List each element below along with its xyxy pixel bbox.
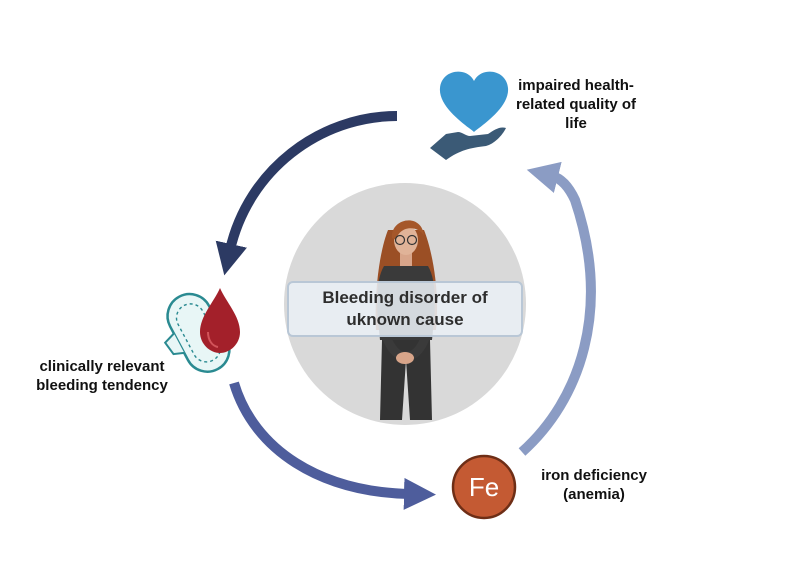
iron-deficiency-label: iron deficiency (anemia) (541, 467, 647, 503)
arrow-quality-to-bleeding (215, 111, 398, 276)
quality-of-life-label: impaired health-related quality of life (515, 77, 637, 132)
arrow-iron-to-quality (518, 161, 596, 456)
arrow-bleeding-to-iron (229, 381, 436, 510)
sanitary-pad-blood-drop-icon (163, 288, 240, 373)
hand-icon (430, 127, 506, 160)
heart-in-hand-icon (430, 71, 509, 160)
heart-icon (439, 71, 509, 132)
center-label-box: Bleeding disorder of uknown cause (287, 281, 523, 337)
iron-element-icon (451, 454, 517, 520)
blood-drop-icon (200, 288, 240, 353)
center-label: Bleeding disorder of uknown cause (322, 288, 488, 329)
fe-symbol: Fe (468, 471, 500, 502)
bleeding-tendency-label: clinically relevant bleeding tendency (36, 358, 168, 394)
